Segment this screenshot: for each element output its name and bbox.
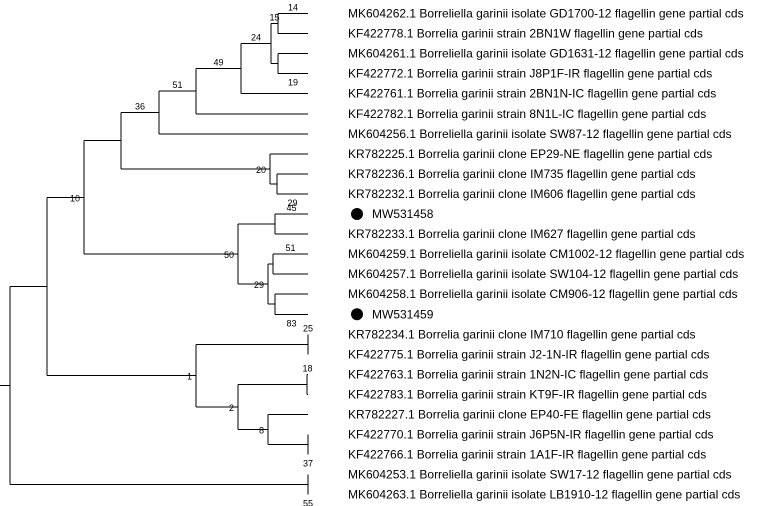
support-value: 2 [229, 403, 234, 413]
leaf-label: KF422770.1 Borrelia garinii strain J6P5N… [348, 428, 714, 442]
support-value: 25 [303, 323, 313, 333]
leaf-label: KF422782.1 Borrelia garinii strain 8N1L-… [348, 107, 706, 121]
support-value: 50 [224, 250, 234, 260]
leaf-label: KR782232.1 Borrelia garinii clone IM606 … [348, 187, 696, 201]
support-value: 8 [259, 426, 264, 436]
support-value: 37 [303, 459, 313, 469]
leaf-labels: MK604262.1 Borreliella garinii isolate G… [348, 7, 744, 502]
leaf-label: MW531459 [372, 307, 434, 321]
support-value: 55 [303, 499, 313, 506]
support-value: 45 [286, 203, 296, 213]
leaf-label: KF422772.1 Borrelia garinii strain J8P1F… [348, 67, 712, 81]
support-values: 14 19 15 24 49 51 29 20 36 45 51 83 29 50 10 25 18 37 8 2 1 5… [70, 3, 313, 506]
leaf-label: MK604257.1 Borreliella garinii isolate S… [348, 267, 738, 281]
leaf-label: MK604262.1 Borreliella garinii isolate G… [348, 7, 744, 21]
support-value: 20 [256, 165, 266, 175]
leaf-label: KR782227.1 Borrelia garinii clone EP40-F… [348, 408, 711, 422]
support-value: 10 [70, 193, 80, 203]
leaf-label: MK604258.1 Borreliella garinii isolate C… [348, 287, 738, 301]
leaf-label: KR782225.1 Borrelia garinii clone EP29-N… [348, 147, 712, 161]
query-sequence-marker [351, 308, 363, 321]
support-value: 29 [254, 280, 264, 290]
leaf-label: KF422783.1 Borrelia garinii strain KT9F-… [348, 387, 707, 401]
leaf-label: KF422761.1 Borrelia garinii strain 2BN1N… [348, 87, 716, 101]
support-value: 49 [213, 58, 223, 68]
leaf-label: KF422766.1 Borrelia garinii strain 1A1F-… [348, 448, 706, 462]
leaf-label: KF422775.1 Borrelia garinii strain J2-1N… [348, 347, 710, 361]
support-value: 18 [302, 363, 312, 373]
leaf-label: MK604263.1 Borreliella garinii isolate L… [348, 488, 740, 502]
support-value: 1 [187, 372, 192, 382]
support-value: 24 [251, 33, 261, 43]
support-value: 19 [288, 78, 298, 88]
leaf-label: MK604259.1 Borreliella garinii isolate C… [348, 247, 744, 261]
leaf-label: MK604253.1 Borreliella garinii isolate S… [348, 468, 732, 482]
leaf-label: MW531458 [372, 207, 434, 221]
support-value: 83 [286, 318, 296, 328]
support-value: 51 [172, 80, 182, 90]
support-value: 51 [285, 243, 295, 253]
support-value: 36 [135, 101, 145, 111]
support-value: 14 [288, 3, 298, 13]
query-sequence-marker [351, 208, 363, 220]
tree-branches [0, 13, 309, 495]
support-value: 29 [287, 198, 297, 208]
leaf-label: KR782234.1 Borrelia garinii clone IM710 … [348, 327, 696, 341]
leaf-label: KF422763.1 Borrelia garinii strain 1N2N-… [348, 367, 708, 381]
leaf-label: KF422778.1 Borrelia garinii strain 2BN1W… [348, 27, 703, 41]
leaf-label: KR782233.1 Borrelia garinii clone IM627 … [348, 227, 696, 241]
support-value: 15 [269, 13, 279, 23]
leaf-label: KR782236.1 Borrelia garinii clone IM735 … [348, 167, 696, 181]
leaf-label: MK604261.1 Borreliella garinii isolate G… [348, 47, 744, 61]
leaf-label: MK604256.1 Borreliella garinii isolate S… [348, 127, 732, 141]
